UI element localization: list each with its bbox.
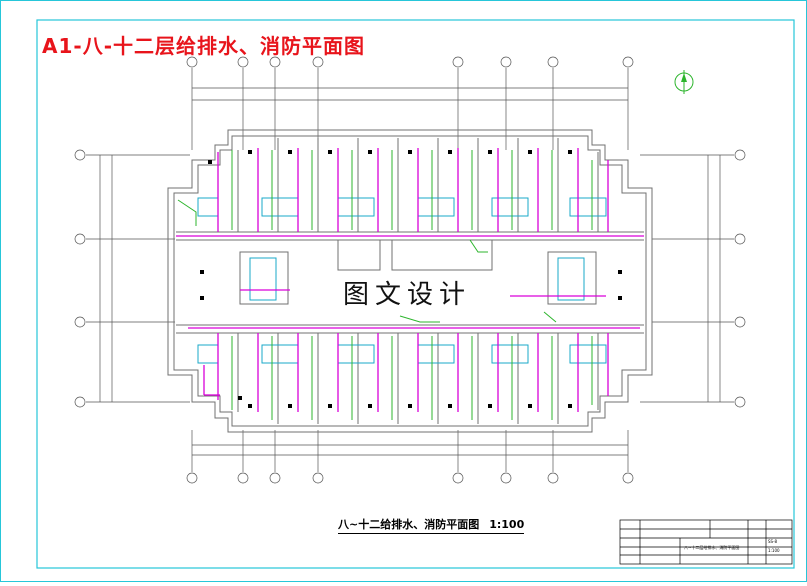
title-block-sheet-no: SS-8 — [768, 539, 778, 544]
plan-caption: 八~十二给排水、消防平面图 1:100 — [338, 516, 525, 534]
title-block-drawing-name: 八~十二层给排水、消防平面图 — [684, 544, 739, 550]
grid-axes-sides — [74, 149, 746, 408]
grid-axes-top — [186, 56, 634, 150]
watermark-text: 图文设计 — [322, 272, 492, 312]
drawing-title: A1-八-十二层给排水、消防平面图 — [42, 34, 365, 58]
plan-caption-scale: 1:100 — [489, 518, 525, 531]
title-block-scale: 1:100 — [768, 548, 780, 553]
inner-frame — [36, 19, 795, 569]
title-block — [619, 519, 793, 565]
building-outline — [167, 129, 653, 433]
drainage-pipes — [177, 150, 593, 420]
north-arrow-icon — [674, 70, 694, 94]
grid-axes-bottom — [186, 430, 634, 484]
plan-caption-name: 八~十二给排水、消防平面图 — [338, 518, 480, 531]
water-supply-pipes — [176, 148, 644, 412]
fixture-markers — [200, 150, 622, 408]
